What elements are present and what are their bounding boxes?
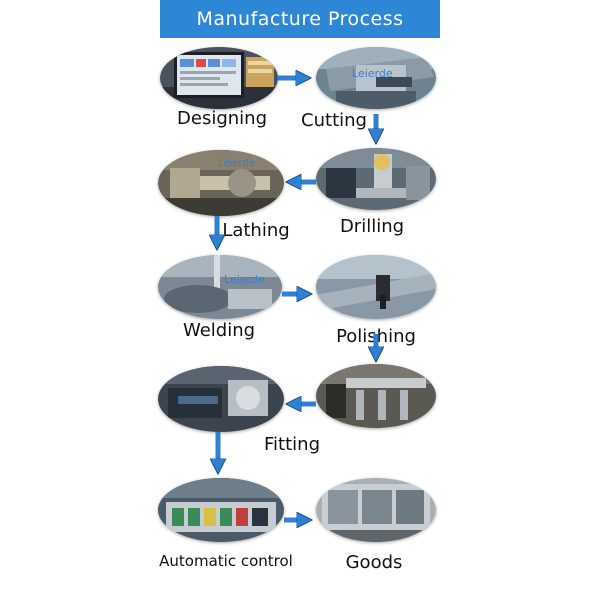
step-welding-photo: Leierde [158,255,282,319]
step-welding-label: Welding [182,320,256,341]
step-drilling-photo [316,148,436,210]
step-automatic-control-label: Automatic control [159,552,293,570]
step-designing-photo [160,47,278,109]
lathing-watermark: Leierde [218,158,255,169]
step-fitting-label: Fitting [264,434,320,455]
step-designing-label: Designing [177,108,267,129]
step-fitting-photo [316,364,436,428]
step-cutting-photo: Leierde [316,47,436,109]
step-goods-label: Goods [345,552,403,573]
welding-watermark: Leierde [224,273,265,286]
step-polishing-photo [316,255,436,319]
step-lathing-label: Lathing [222,220,290,241]
cutting-watermark: Leierde [352,67,393,80]
step-lathing-photo: Leierde [158,150,284,216]
page-title: Manufacture Process [160,0,440,38]
step-assembly-photo [158,366,284,432]
step-automatic-control-photo [158,478,284,542]
step-drilling-label: Drilling [339,216,405,237]
step-cutting-label: Cutting [301,110,367,131]
